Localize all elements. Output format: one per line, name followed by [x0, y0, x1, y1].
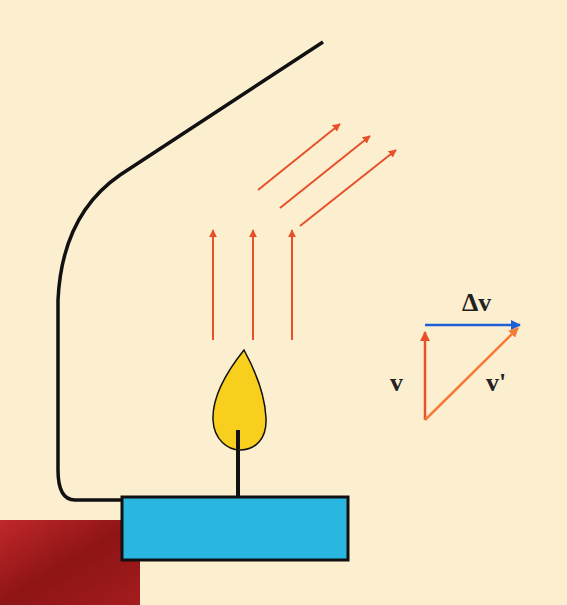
- delta-label: Δv: [462, 290, 491, 316]
- red-patch: [0, 520, 140, 605]
- delta-vector: [425, 324, 520, 327]
- new-velocity-label: v': [486, 370, 506, 396]
- bent-card: [58, 42, 323, 500]
- velocity-vector: [424, 332, 427, 420]
- flow-arrow: [280, 136, 370, 208]
- flow-arrow: [212, 230, 214, 340]
- new-velocity-vector: [425, 328, 518, 420]
- flow-arrow: [291, 230, 293, 340]
- wick: [236, 430, 240, 497]
- wick-top: [236, 430, 240, 449]
- flow-arrow: [258, 124, 340, 190]
- flame: [213, 350, 266, 450]
- flow-arrow: [252, 230, 254, 340]
- flow-arrow: [300, 150, 396, 226]
- velocity-label: v: [390, 370, 403, 396]
- candle-base: [122, 497, 348, 560]
